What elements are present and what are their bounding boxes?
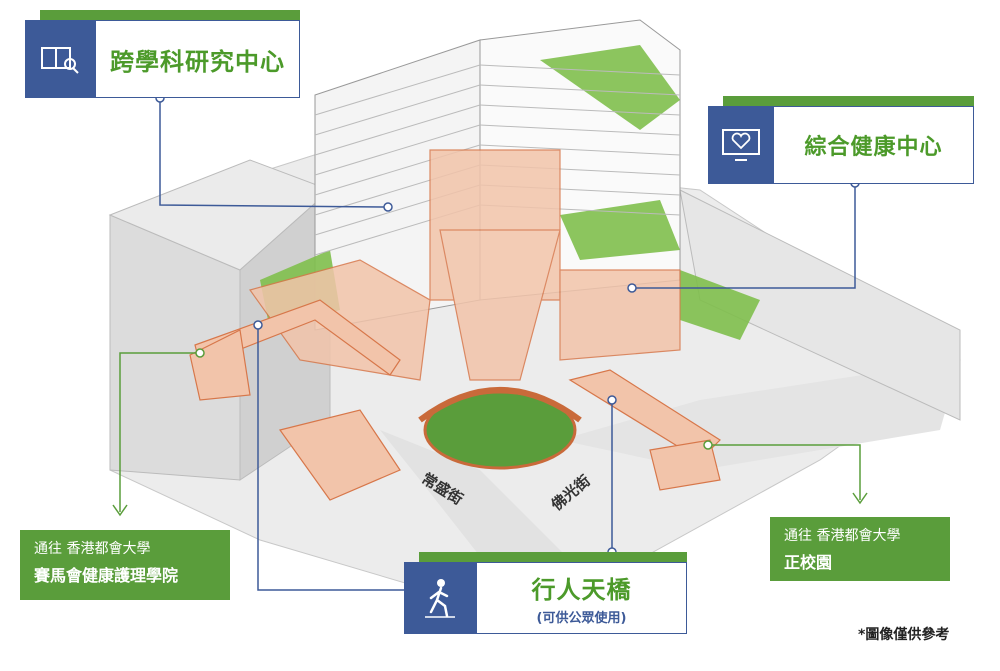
skybridge-sublabel: (可供公眾使用) (536, 611, 627, 626)
skybridge-icon-box (404, 562, 476, 634)
leader-lines (119, 98, 861, 591)
skybridge-label: 行人天橋 (531, 576, 632, 604)
arrowheads (112, 492, 868, 517)
walking-person-icon (425, 579, 455, 618)
footnote: *圖像僅供參考 (858, 627, 950, 643)
research-centre-label: 跨學科研究中心 (110, 47, 285, 76)
skybridge-label-box: 行人天橋 (可供公眾使用) (476, 562, 687, 634)
destination-right-line1: 通往 香港都會大學 (784, 528, 901, 544)
research-icon-box (25, 20, 95, 98)
destination-dots (195, 348, 713, 450)
health-label-box: 綜合健康中心 (773, 106, 974, 184)
health-centre-callout: 綜合健康中心 (708, 96, 974, 184)
skybridge-left (189, 299, 401, 501)
courtyard (418, 387, 582, 470)
research-label-box: 跨學科研究中心 (95, 20, 300, 98)
callout-shadow (40, 10, 300, 20)
destination-right: 通往 香港都會大學 正校園 (770, 517, 950, 581)
research-centre-callout: 跨學科研究中心 (25, 10, 300, 98)
callout-shadow (419, 552, 687, 562)
destination-left-line1: 通往 香港都會大學 (34, 541, 151, 557)
callout-shadow (723, 96, 974, 106)
heart-monitor-icon (721, 129, 760, 161)
skybridge-right (568, 369, 721, 491)
destination-left-line2: 賽馬會健康護理學院 (34, 566, 179, 585)
right-building (679, 189, 961, 421)
atrium-structure (249, 149, 681, 381)
skybridge-callout: 行人天橋 (可供公眾使用) (404, 552, 687, 634)
destination-right-line2: 正校園 (784, 553, 833, 572)
health-centre-label: 綜合健康中心 (804, 135, 943, 160)
health-icon-box (708, 106, 773, 184)
destination-left: 通往 香港都會大學 賽馬會健康護理學院 (20, 530, 230, 600)
book-search-icon (41, 47, 79, 74)
